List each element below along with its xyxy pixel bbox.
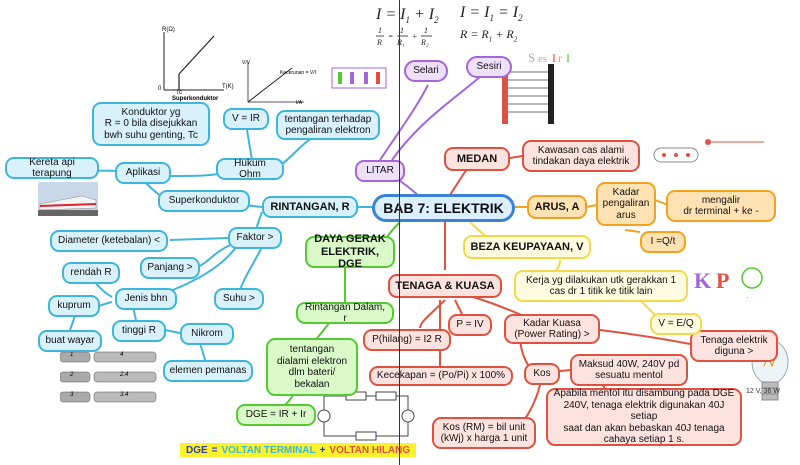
table-row-label: 1 xyxy=(70,352,74,358)
node-tinggi-r[interactable]: tinggi R xyxy=(112,320,166,342)
node-faktor[interactable]: Faktor > xyxy=(228,227,282,249)
banner-plus: + xyxy=(319,444,326,456)
table-row-label: 2 xyxy=(70,372,74,378)
node-selari[interactable]: Selari xyxy=(404,60,448,82)
node-tentangan[interactable]: tentangan terhadap pengaliran elektron xyxy=(276,110,380,140)
banner-dge: DGE xyxy=(186,444,208,456)
node-buat-wayar[interactable]: buat wayar xyxy=(38,330,102,352)
node-main-topic[interactable]: BAB 7: ELEKTRIK xyxy=(372,194,515,222)
table-cell: 3.4 xyxy=(120,392,129,398)
formula-series-current: I = I1 + I2 xyxy=(376,6,439,26)
node-kecekapan[interactable]: Kecekapan = (Po/Pi) x 100% xyxy=(369,366,513,386)
svg-text:+: + xyxy=(412,32,417,41)
svg-text:1: 1 xyxy=(378,26,382,35)
node-v-eq[interactable]: V = E/Q xyxy=(650,313,702,335)
table-row-label: 3 xyxy=(70,392,74,398)
formula-parallel-resistance: 1R = 1R₁ + 1R₂ xyxy=(376,26,432,47)
svg-text:·: · xyxy=(746,293,749,302)
electric-field-icon xyxy=(502,64,554,124)
graph-x-label: T(K) xyxy=(222,84,234,90)
bulb-label: 12 V, 36 W xyxy=(746,388,780,395)
node-p-iv[interactable]: P = IV xyxy=(448,314,492,336)
sesiri-logo-icon: S es I r I xyxy=(528,50,570,65)
node-kuprum[interactable]: kuprum xyxy=(48,295,100,317)
svg-text:K: K xyxy=(694,268,711,293)
node-dge-formula[interactable]: DGE = IR + Ir xyxy=(236,404,316,426)
node-kerja[interactable]: Kerja yg dilakukan utk gerakkan 1 cas dr… xyxy=(514,270,688,302)
graph-caption: Superkonduktor xyxy=(172,96,219,102)
node-mengalir[interactable]: mengalir dr terminal + ke - xyxy=(666,190,776,222)
banner-voltan-terminal: VOLTAN TERMINAL xyxy=(221,444,316,456)
vi-y-label: V/V xyxy=(242,60,251,66)
node-kos-rm[interactable]: Kos (RM) = bil unit (kWj) x harga 1 unit xyxy=(432,417,536,449)
field-line-icon xyxy=(705,139,764,145)
node-kos[interactable]: Kos xyxy=(524,363,560,385)
table-cell: 2.4 xyxy=(120,372,129,378)
node-nikrom[interactable]: Nikrom xyxy=(180,323,234,345)
screen-divider xyxy=(399,0,400,465)
node-tenaga-kuasa[interactable]: TENAGA & KUASA xyxy=(388,274,502,298)
banner-voltan-hilang: VOLTAN HILANG xyxy=(329,444,411,456)
node-litar[interactable]: LITAR xyxy=(355,160,405,182)
node-elemen[interactable]: elemen pemanas xyxy=(163,360,253,382)
node-kereta[interactable]: Kereta api terapung xyxy=(5,157,99,179)
superconductor-graph xyxy=(163,32,224,91)
svg-text:I: I xyxy=(566,51,570,65)
dge-banner: DGE = VOLTAN TERMINAL + VOLTAN HILANG xyxy=(180,443,417,457)
vi-x-label: I/A xyxy=(296,100,303,106)
svg-text:1: 1 xyxy=(424,26,428,35)
graph-y-label: R(Ω) xyxy=(162,27,175,33)
svg-text:=: = xyxy=(388,32,393,41)
svg-text:es: es xyxy=(538,53,547,65)
node-beza-keupayaan[interactable]: BEZA KEUPAYAAN, V xyxy=(463,235,591,259)
node-v-ir[interactable]: V = IR xyxy=(223,108,269,130)
node-panjang[interactable]: Panjang > xyxy=(140,257,200,279)
svg-text:R₁: R₁ xyxy=(396,38,405,47)
node-medan[interactable]: MEDAN xyxy=(444,147,510,171)
node-p-hilang[interactable]: P(hilang) = I2 R xyxy=(363,329,451,351)
node-kadar-kuasa[interactable]: Kadar Kuasa (Power Rating) > xyxy=(504,314,600,344)
tube-icon xyxy=(653,147,699,163)
work-sketch-icon: K P · xyxy=(694,267,763,302)
svg-text:r: r xyxy=(558,51,562,65)
node-kawasan[interactable]: Kawasan cas alami tindakan daya elektrik xyxy=(522,140,640,172)
table-cell: 4 xyxy=(120,352,124,358)
graph-tc-label: Tc xyxy=(176,90,182,96)
node-jenis-bhn[interactable]: Jenis bhn xyxy=(115,288,177,310)
svg-text:1: 1 xyxy=(400,26,404,35)
vi-note: Kecerunan = V/I xyxy=(280,70,316,76)
banner-eq: = xyxy=(211,444,218,456)
vi-graph xyxy=(247,62,304,103)
node-rintangan-dalam[interactable]: Rintangan Dalam, r xyxy=(296,302,394,324)
graph-origin: 0 xyxy=(158,86,162,92)
node-maksud[interactable]: Maksud 40W, 240V pd sesuatu mentol xyxy=(570,354,688,386)
node-daya-gerak[interactable]: DAYA GERAK ELEKTRIK, DGE xyxy=(305,233,395,270)
node-tenaga-diguna[interactable]: Tenaga elektrik diguna > xyxy=(690,330,778,362)
node-diameter[interactable]: Diameter (ketebalan) < xyxy=(50,230,168,252)
node-apabila[interactable]: Apabila mentol itu disambung pada DGE 24… xyxy=(546,388,742,446)
node-sesiri[interactable]: Sesiri xyxy=(466,56,512,78)
node-aplikasi[interactable]: Aplikasi xyxy=(115,162,171,184)
node-hukum-ohm[interactable]: Hukum Ohm xyxy=(216,158,284,180)
node-arus[interactable]: ARUS, A xyxy=(527,195,587,219)
node-kadar-pengaliran[interactable]: Kadar pengaliran arus xyxy=(596,182,656,226)
formula-series-resistance: R = R1 + R2 xyxy=(460,27,518,44)
svg-text:S: S xyxy=(528,50,535,65)
resistor-table-image: 1 2 3 4 2.4 3.4 xyxy=(60,350,160,406)
node-konduktor[interactable]: Konduktor yg R = 0 bila disejukkan bwh s… xyxy=(92,102,210,146)
circuit-icon xyxy=(331,67,387,89)
node-suhu[interactable]: Suhu > xyxy=(214,288,264,310)
node-i-qt[interactable]: I =Q/t xyxy=(640,231,686,253)
node-rintangan[interactable]: RINTANGAN, R xyxy=(262,196,358,218)
node-superkonduktor[interactable]: Superkonduktor xyxy=(158,190,250,212)
formula-parallel-current: I = I1 = I2 xyxy=(460,4,523,24)
node-rendah-r[interactable]: rendah R xyxy=(62,262,120,284)
svg-text:R: R xyxy=(376,38,382,47)
svg-text:I: I xyxy=(552,51,556,65)
circuit-diagram xyxy=(317,391,415,441)
maglev-train-image xyxy=(38,182,98,216)
node-tentangan-dalam[interactable]: tentangan dialami elektron dlm bateri/ b… xyxy=(266,338,358,396)
svg-text:R₂: R₂ xyxy=(420,38,429,47)
svg-text:P: P xyxy=(716,268,729,293)
